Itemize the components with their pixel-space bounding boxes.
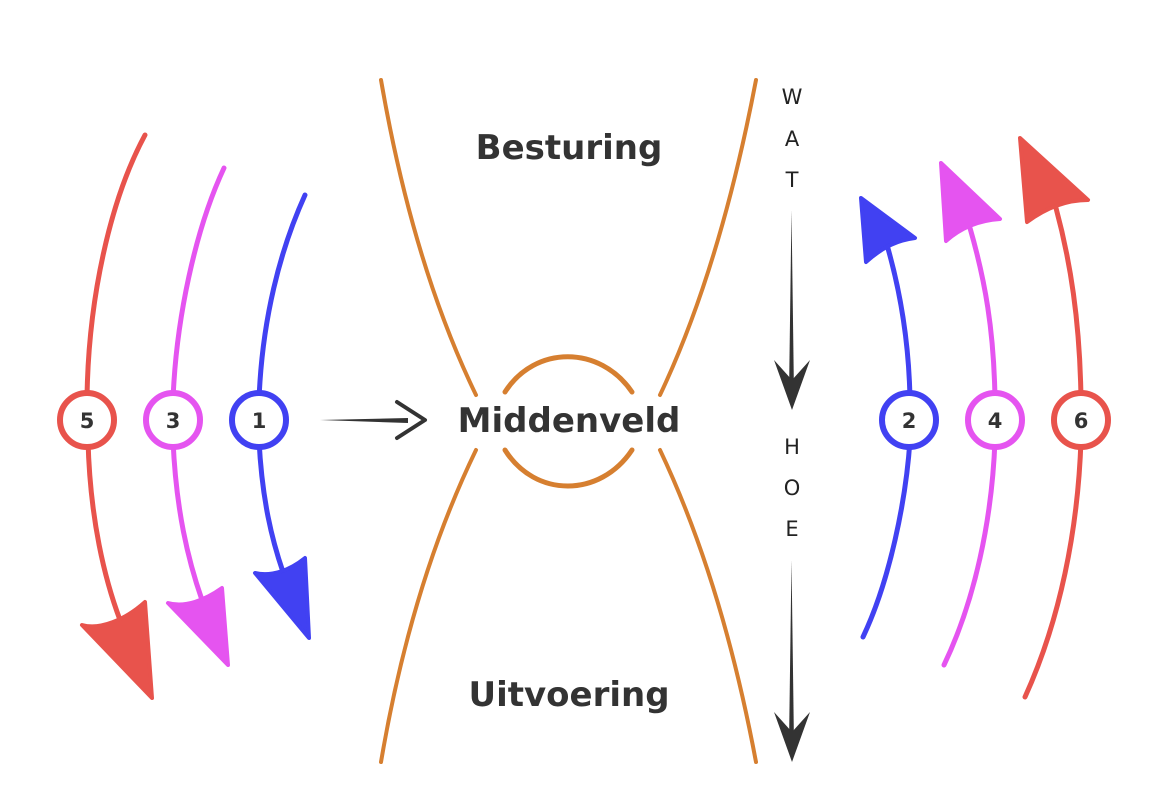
axis-lower-arrow-shaft [789, 560, 794, 745]
lens-lower-arc [502, 447, 635, 489]
left-arrow-5-head [80, 600, 154, 700]
right-arrow-6: 6 [1018, 136, 1111, 700]
badge-4 [965, 390, 1025, 450]
letter-h: H [784, 435, 800, 459]
right-arrow-2-shaft [860, 242, 913, 640]
badge-6-number: 6 [1074, 409, 1089, 433]
hourglass-right-upper-curve [658, 78, 758, 397]
left-arrow-1: 1 [229, 192, 311, 640]
right-arrow-2: 2 [859, 196, 939, 640]
badge-4-number: 4 [988, 409, 1003, 433]
right-arrow-4-shaft [941, 225, 998, 668]
left-arrow-3: 3 [143, 165, 230, 667]
left-arrow-5-shaft [84, 132, 148, 623]
letter-w: W [782, 85, 803, 109]
left-arrow-1-shaft [256, 192, 308, 575]
axis-upper-arrow-shaft [789, 210, 794, 395]
letter-t: T [785, 168, 799, 192]
lens-upper-arc [502, 354, 635, 395]
hourglass-right-lower-curve [658, 448, 758, 764]
hourglass-left-lower-curve [379, 448, 478, 764]
axis-lower-arrow-head [774, 712, 810, 762]
letter-a: A [785, 127, 800, 151]
vertical-axis: W A T H O E [774, 85, 810, 762]
badge-3-number: 3 [166, 409, 181, 433]
hourglass-shape [379, 78, 758, 764]
badge-5-number: 5 [80, 409, 95, 433]
hourglass-left-upper-curve [379, 78, 478, 397]
badge-5 [57, 390, 117, 450]
left-arrow-5: 5 [57, 132, 154, 700]
letter-e: E [785, 517, 798, 541]
label-besturing: Besturing [476, 128, 663, 168]
badge-2-number: 2 [902, 409, 917, 433]
axis-upper-arrow-head [774, 360, 810, 410]
left-arrow-3-head [166, 586, 230, 667]
badge-1-number: 1 [252, 409, 267, 433]
label-middenveld: Middenveld [458, 401, 681, 441]
arrow-to-middenveld-head [395, 400, 427, 440]
right-arrow-6-shaft [1022, 205, 1084, 700]
arrow-to-middenveld-shaft [320, 418, 408, 423]
right-arrow-4: 4 [939, 161, 1025, 668]
right-arrow-2-head [859, 196, 917, 264]
left-arrow-1-head [253, 556, 311, 640]
badge-6 [1051, 390, 1111, 450]
right-arrow-4-head [939, 161, 1002, 243]
label-uitvoering: Uitvoering [468, 675, 669, 715]
badge-2 [879, 390, 939, 450]
left-arrow-3-shaft [170, 165, 227, 603]
badge-3 [143, 390, 203, 450]
letter-o: O [784, 476, 801, 500]
badge-1 [229, 390, 289, 450]
right-arrow-6-head [1018, 136, 1090, 224]
arrow-to-middenveld [320, 400, 427, 440]
